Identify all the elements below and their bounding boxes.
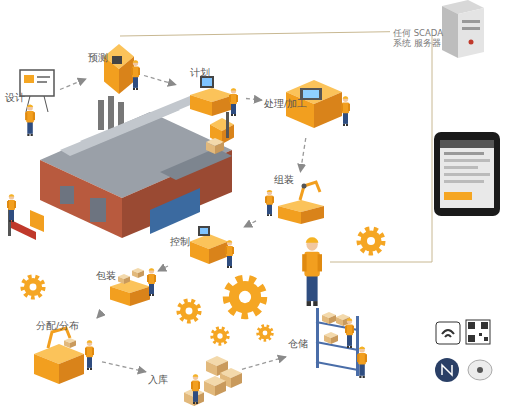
distribution-station [34,328,94,384]
flow-connector [244,221,256,227]
icons [435,320,492,382]
station-label: 组装 [274,174,294,185]
server [442,0,484,58]
warehouse-station [316,308,367,378]
forecast-station [104,44,140,94]
flow-connector [60,79,86,90]
flow-connector [120,32,390,36]
design-station [20,70,54,136]
station-node: 任何 SCADA系统 服务器 [390,0,484,62]
plan-station [190,76,238,116]
worker [302,237,322,306]
flow-connector [158,266,168,271]
control-station [190,226,234,268]
station-node: 设计 [4,62,60,140]
flow-connector [97,312,103,318]
packaging-station [110,268,156,306]
station-node: 组装 [256,172,336,228]
station-label: 入库 [148,374,168,385]
station-label: 仓储 [288,338,308,349]
station-node: 包装 [94,262,158,312]
station-node: 控制 [168,222,244,272]
station-node: 预测 [86,36,144,98]
flow-connector [102,362,146,372]
phone [434,132,500,216]
forklift [7,112,234,240]
station-node: 处理/加工 [262,72,360,138]
flow-connector [300,138,305,172]
station-label: 计划 [190,67,210,78]
station-label: 任何 SCADA系统 服务器 [393,28,445,48]
station-label: 设计 [5,92,25,103]
station-node: 仓储 [286,300,376,388]
assembly-station [265,182,324,224]
inbound-station [184,356,242,406]
factory [40,96,232,238]
station-label: 分配/分布 [36,320,79,331]
station-label: 包装 [96,270,116,281]
station-label: 处理/加工 [264,98,307,109]
flow-connector [242,357,286,370]
gears [23,229,383,344]
station-label: 控制 [170,236,190,247]
wire [330,36,432,262]
station-node: 计划 [176,64,246,126]
station-label: 预测 [88,52,108,63]
station-node: 分配/分布 [26,318,102,388]
station-node: 入库 [146,352,242,414]
flow-connector [144,76,176,85]
flow-connector [246,99,262,101]
